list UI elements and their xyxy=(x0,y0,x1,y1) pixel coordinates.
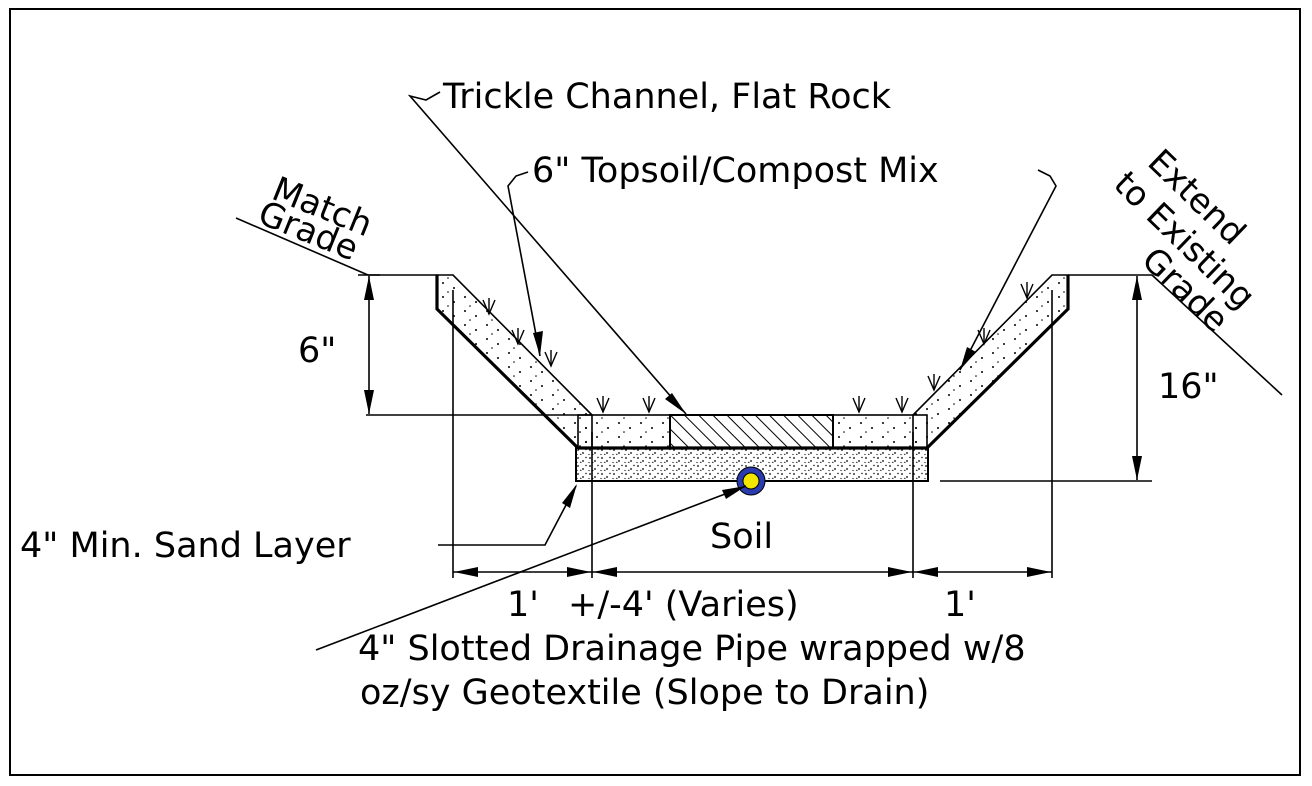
leader-topsoil-left xyxy=(507,171,541,357)
label-topsoil-mix: 6" Topsoil/Compost Mix xyxy=(532,151,939,191)
label-dim-16in: 16" xyxy=(1158,367,1219,407)
match-grade-line xyxy=(235,217,369,276)
leader-trickle-channel xyxy=(407,91,687,415)
label-sand-layer: 4" Min. Sand Layer xyxy=(20,526,351,566)
leader-topsoil-right xyxy=(959,169,1057,371)
label-trickle-channel: Trickle Channel, Flat Rock xyxy=(442,77,892,117)
left-slope-bottom-edge xyxy=(435,275,580,450)
label-dim-1ft-right: 1' xyxy=(944,585,976,625)
drainage-pipe-core xyxy=(742,472,760,490)
label-dim-varies: +/-4' (Varies) xyxy=(568,585,799,625)
label-dim-1ft-left: 1' xyxy=(507,585,539,625)
bottom-topsoil-right xyxy=(832,414,928,449)
label-dim-6in: 6" xyxy=(298,331,336,371)
vegetation-marks xyxy=(482,282,1034,414)
label-pipe-line1: 4" Slotted Drainage Pipe wrapped w/8 xyxy=(358,629,1026,669)
right-slope-topsoil xyxy=(912,274,1069,449)
trickle-channel-rock xyxy=(669,414,834,449)
label-soil: Soil xyxy=(710,517,773,557)
extend-grade-line xyxy=(1151,274,1283,396)
left-slope-topsoil xyxy=(436,274,593,449)
right-slope-bottom-edge xyxy=(925,275,1070,450)
bottom-topsoil-left xyxy=(577,414,671,449)
leader-drainage-pipe xyxy=(315,485,747,651)
leader-sand-layer xyxy=(438,485,577,546)
drawing-border xyxy=(9,8,1301,776)
label-pipe-line2: oz/sy Geotextile (Slope to Drain) xyxy=(360,673,929,713)
